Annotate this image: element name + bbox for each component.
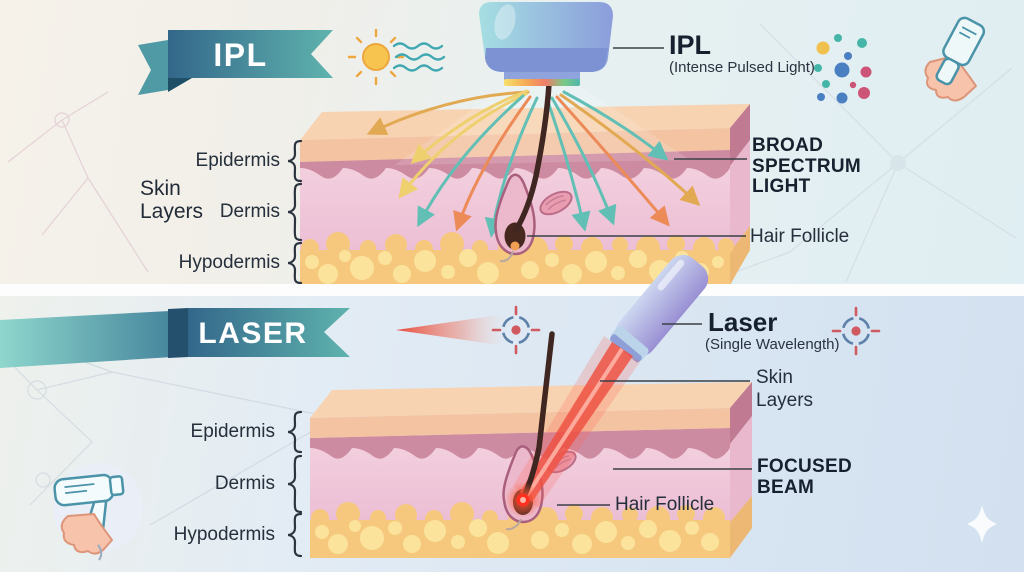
hand-holding-ipl-device-icon <box>924 16 986 102</box>
skin-layers-line1: Skin <box>140 177 181 200</box>
laser-focused-beam <box>513 336 640 508</box>
laser-device <box>609 254 709 363</box>
sun-with-light-waves-icon <box>347 28 446 86</box>
section-divider <box>0 284 1024 296</box>
laser-hypodermis-label: Hypodermis <box>173 524 275 545</box>
ipl-hair-follicle <box>494 81 573 263</box>
laser-beam-wedge <box>396 314 506 346</box>
ipl-layer-braces <box>287 139 303 285</box>
ipl-epidermis-label: Epidermis <box>195 150 280 171</box>
skin-layers-line2: Layers <box>140 200 204 223</box>
laser-layer-braces <box>287 410 303 558</box>
ipl-callout-title: IPL <box>669 30 712 60</box>
ipl-ribbon-label: IPL <box>213 37 268 73</box>
laser-skin-block <box>310 382 752 558</box>
ipl-hypodermis-label: Hypodermis <box>178 252 280 273</box>
ipl-callout-subtitle: (Intense Pulsed Light) <box>669 59 815 76</box>
laser-callout-title: Laser <box>708 307 778 337</box>
ipl-skin-layers-label: Skin Layers <box>140 177 203 223</box>
laser-ribbon <box>0 308 350 368</box>
laser-hair-follicle-label: Hair Follicle <box>615 494 715 515</box>
target-crosshair-icon <box>831 306 881 356</box>
broad-spectrum-dots-icon <box>814 34 872 104</box>
sparkle-icon <box>967 505 997 543</box>
focused-line1: FOCUSED <box>757 456 852 477</box>
broad-line3: LIGHT <box>752 176 811 197</box>
network-lines-bottom-left <box>0 339 336 526</box>
ipl-dermis-label: Dermis <box>219 201 280 222</box>
follicle-heat-glow <box>505 482 541 518</box>
skin-layers-line2: Layers <box>756 390 814 411</box>
ipl-hair-follicle-label: Hair Follicle <box>750 226 850 247</box>
laser-dermis-label: Dermis <box>214 473 275 494</box>
laser-callout-subtitle: (Single Wavelength) <box>705 336 840 353</box>
broad-line2: SPECTRUM <box>752 155 862 177</box>
laser-callout-lines <box>557 323 752 506</box>
skin-layers-line1: Skin <box>756 367 793 388</box>
ipl-device <box>479 2 613 86</box>
focused-beam-label: FOCUSED BEAM <box>757 456 852 498</box>
network-lines-top-left <box>7 91 149 273</box>
broad-spectrum-light-label: BROAD SPECTRUM LIGHT <box>752 135 862 198</box>
laser-ribbon-label: LASER <box>198 317 308 350</box>
laser-epidermis-label: Epidermis <box>190 421 275 442</box>
hand-holding-laser-device-icon <box>53 463 143 561</box>
ipl-ribbon <box>138 30 333 95</box>
ipl-panel-art <box>138 2 986 285</box>
laser-skin-layers-label: Skin Layers <box>756 366 813 412</box>
ipl-broad-spectrum-arrows <box>366 89 701 238</box>
ipl-callout-lines <box>527 47 747 237</box>
broad-line1: BROAD <box>752 135 824 156</box>
focused-line2: BEAM <box>757 476 815 498</box>
target-crosshair-icon <box>491 305 541 355</box>
laser-panel-art <box>0 254 997 561</box>
